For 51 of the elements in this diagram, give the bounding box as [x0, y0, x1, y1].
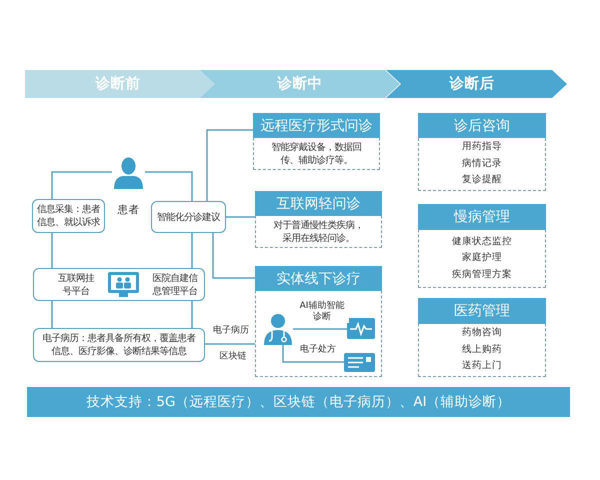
dashed-card: [418, 298, 546, 377]
list-text: 药物咨询: [462, 326, 502, 340]
edge-label: 电子病历: [212, 326, 250, 336]
doctor-icon: [263, 313, 293, 345]
list-text: 疾病管理方案: [452, 268, 512, 282]
banner-bar: 技术支持：5G（远程医疗）、区块链（电子病历）、AI（辅助诊断）: [27, 387, 570, 417]
rounded-box: 智能化分诊建议: [151, 201, 226, 233]
edge-label: 电子处方: [299, 344, 337, 356]
heart-monitor-icon: [347, 318, 375, 339]
connector-line: [191, 233, 193, 268]
phase-label: 诊断后: [450, 75, 494, 93]
header-band: 远程医疗形式问诊: [253, 113, 380, 138]
phase-label: 诊断前: [96, 75, 140, 93]
body-text: 对于普通慢性类疾病，采用在线轻问诊。: [272, 218, 364, 244]
list-text: 用药指导: [462, 140, 502, 154]
header-band: 互联网轻问诊: [255, 191, 382, 216]
connector-line: [51, 233, 53, 268]
connector-line: [293, 328, 347, 330]
dashed-card: [418, 113, 546, 191]
phase-label: 诊断中: [278, 75, 322, 93]
box-text: 医院自建信息管理平台: [152, 272, 199, 298]
connector-line: [191, 301, 193, 328]
list-text: 健康状态监控: [452, 234, 512, 249]
connector-line: [212, 233, 255, 279]
rounded-box: [33, 268, 205, 301]
list-text: 线上购药: [462, 342, 502, 357]
list-text: 病情记录: [462, 156, 502, 171]
person-label: 患者: [118, 204, 140, 217]
header-band: 慢病管理: [418, 204, 546, 230]
rounded-box: 信息采集：患者信息、就以诉求: [32, 199, 105, 233]
header-band: 医药管理: [418, 298, 546, 324]
dashed-card: [418, 204, 546, 288]
box-text: 互联网挂号平台: [57, 272, 96, 298]
header-band: 诊后咨询: [418, 113, 546, 138]
connector-line: [282, 345, 344, 363]
connector-line: [51, 171, 112, 199]
connector-line: [51, 301, 53, 328]
body-text: 智能穿戴设备，数据回传、辅助诊疗等。: [270, 140, 362, 166]
document-icon: [344, 353, 375, 372]
rounded-box: 电子病历：患者具备所有权，覆盖患者信息、医疗影像、诊断结果等信息: [33, 328, 205, 362]
list-text: 复诊提醒: [462, 173, 502, 188]
list-text: 送药上门: [462, 359, 502, 374]
header-band: 实体线下诊疗: [255, 266, 382, 291]
connector-line: [205, 343, 255, 345]
dashed-card: [255, 191, 382, 248]
dashed-card: [253, 113, 380, 170]
line-label: 区块链: [220, 352, 246, 362]
connector-line: [226, 216, 255, 218]
connector-line: [206, 129, 253, 201]
connector-line: [145, 171, 193, 201]
list-text: 家庭护理: [462, 251, 502, 266]
